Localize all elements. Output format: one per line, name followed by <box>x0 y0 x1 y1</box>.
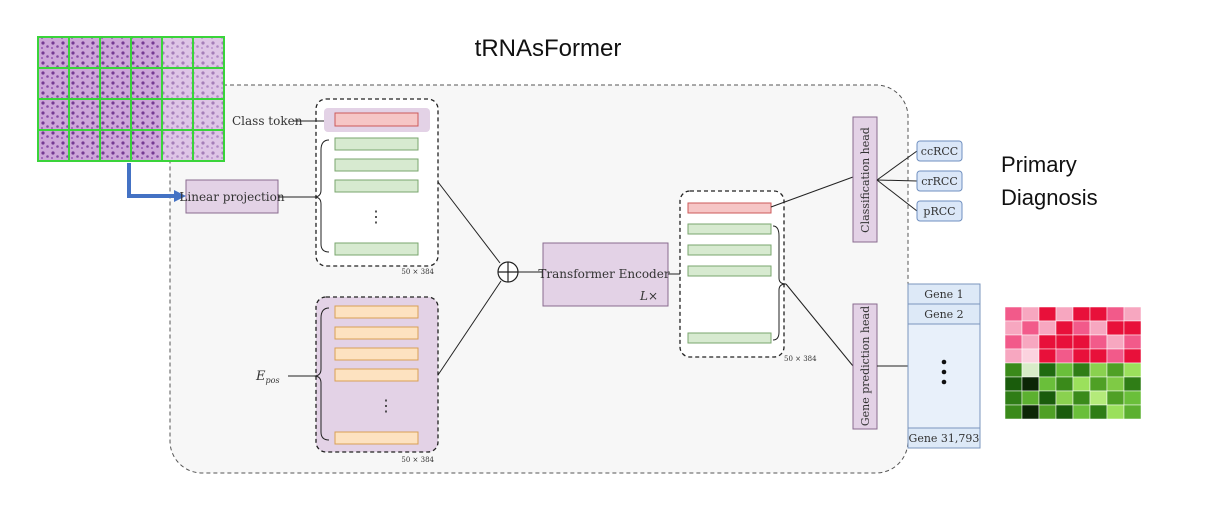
class-label-ccrcc: ccRCC <box>921 145 958 158</box>
output-dimension: 50 × 384 <box>784 355 817 363</box>
transformer-encoder-label: Transformer Encoder <box>538 267 669 281</box>
class-token-label: Class token <box>232 114 303 128</box>
class-box-prcc <box>916 200 963 222</box>
class-label-prcc: pRCC <box>923 205 955 218</box>
linear-projection-box <box>185 179 279 214</box>
classification-head-box <box>852 116 878 243</box>
pos-token <box>334 305 419 319</box>
class-label-crrcc: crRCC <box>921 175 958 188</box>
pos-token <box>334 347 419 361</box>
pos-ellipsis: ⋮ <box>378 396 394 415</box>
input-arrow <box>127 163 186 202</box>
output-token <box>687 223 772 235</box>
diagram-title: tRNAsFormer <box>475 35 622 62</box>
expression-heatmap <box>1004 306 1142 420</box>
classification-connectors <box>876 150 918 212</box>
output-class-token <box>687 202 772 214</box>
classification-head-label: Classification head <box>859 127 872 233</box>
pos-token <box>334 368 419 382</box>
tokens-to-sum-line <box>437 181 501 264</box>
pos-token <box>334 326 419 340</box>
output-patch-tokens <box>687 223 772 344</box>
gene-prediction-head-box <box>852 303 878 430</box>
token-ellipsis: ⋮ <box>368 207 384 226</box>
gene-prediction-head-label: Gene prediction head <box>859 306 872 426</box>
pos-to-sum-line <box>437 280 502 376</box>
output-token <box>687 265 772 277</box>
positional-tokens <box>334 305 419 445</box>
token-dimension: 50 × 384 <box>401 268 434 276</box>
gene-list: Gene 1 Gene 2 Gene 31,793 <box>907 283 981 449</box>
sum-operator-icon <box>497 261 519 283</box>
patch-token <box>334 179 419 193</box>
gene-row-2 <box>907 303 981 325</box>
patch-token <box>334 242 419 256</box>
gene-ellipsis-dots <box>941 359 947 385</box>
encoder-layers-label: L× <box>639 289 658 303</box>
class-token <box>334 112 419 127</box>
pos-token <box>334 431 419 445</box>
histology-image <box>37 36 225 162</box>
patch-token <box>334 158 419 172</box>
patch-token <box>334 137 419 151</box>
class-box-ccrcc <box>916 140 963 162</box>
gene-label-2: Gene 2 <box>924 308 963 321</box>
tokens-to-gene-head-line <box>785 283 854 367</box>
gene-label-last: Gene 31,793 <box>909 432 980 445</box>
primary-diagnosis-line1: Primary <box>1001 152 1077 177</box>
transformer-encoder-box <box>542 242 669 307</box>
output-token <box>687 332 772 344</box>
pos-dimension: 50 × 384 <box>401 456 434 464</box>
output-token <box>687 244 772 256</box>
e-pos-label: Epos <box>255 369 280 385</box>
linear-projection-label: Linear projection <box>179 190 284 204</box>
gene-label-1: Gene 1 <box>924 288 963 301</box>
patch-tokens <box>334 137 419 256</box>
primary-diagnosis-line2: Diagnosis <box>1001 185 1098 210</box>
class-token-to-head-line <box>770 176 854 208</box>
class-box-crrcc <box>916 170 963 192</box>
patch-grid <box>37 36 225 162</box>
gene-row-last <box>907 427 981 449</box>
class-output-boxes: ccRCC crRCC pRCC <box>916 140 963 222</box>
